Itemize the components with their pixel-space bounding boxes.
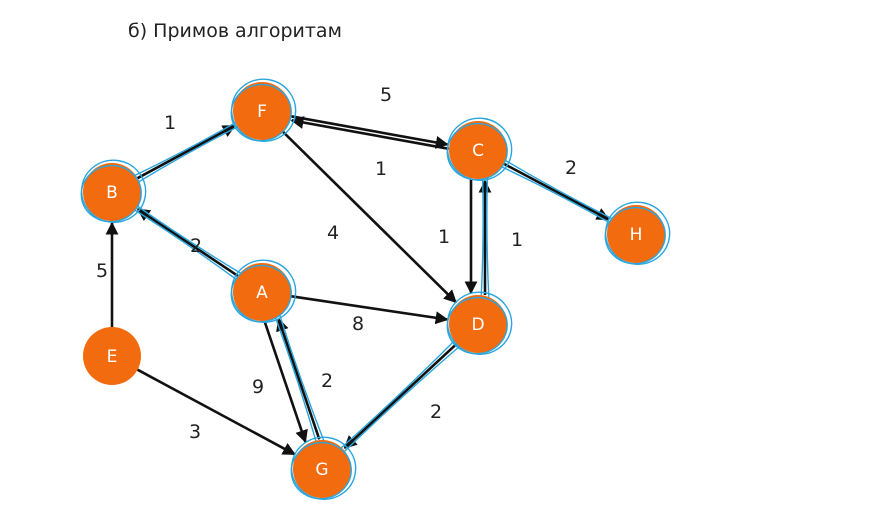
edge-weight-B-F: 1 xyxy=(164,112,176,134)
node-circle-C xyxy=(449,121,507,179)
mst-highlight-A-B-1 xyxy=(135,204,246,277)
node-highlight-B-0 xyxy=(80,164,142,223)
mst-highlight-D-C-1 xyxy=(486,176,490,302)
node-circle-G xyxy=(293,440,351,498)
node-highlight-H-1 xyxy=(604,201,671,265)
node-label-B: B xyxy=(106,183,118,203)
node-D: D xyxy=(449,295,507,353)
node-label-A: A xyxy=(256,283,268,303)
node-C: C xyxy=(449,121,507,179)
edge-F-C xyxy=(290,114,449,149)
node-G: G xyxy=(293,440,351,498)
edge-weight-A-B: 2 xyxy=(190,235,202,257)
node-circle-D xyxy=(449,295,507,353)
node-highlight-G-1 xyxy=(290,436,357,500)
mst-highlight-B-F-0 xyxy=(129,121,238,179)
mst-highlight-D-G-0 xyxy=(342,341,465,454)
diagram-title: б) Примов алгоритам xyxy=(128,20,342,42)
edge-E-G xyxy=(136,368,296,456)
edge-weight-C-F: 5 xyxy=(380,84,392,106)
node-highlight-B-1 xyxy=(80,159,147,223)
edge-weight-E-G: 3 xyxy=(189,421,201,443)
edge-weight-A-D: 8 xyxy=(352,313,364,335)
mst-highlight-D-G-1 xyxy=(339,336,460,450)
edge-C-F xyxy=(290,116,450,151)
edge-weight-E-B: 5 xyxy=(96,260,108,282)
edge-weight-D-G: 2 xyxy=(430,401,442,423)
node-highlight-D-1 xyxy=(446,291,513,355)
nodes-layer: F C B H A D E G xyxy=(80,78,671,500)
node-E: E xyxy=(83,327,141,385)
node-circle-H xyxy=(607,205,665,263)
node-highlight-D-0 xyxy=(446,296,508,355)
mst-highlight-G-A-0 xyxy=(274,315,319,447)
edge-weight-D-C: 1 xyxy=(438,226,450,248)
edge-D-G xyxy=(343,342,458,449)
edge-A-G xyxy=(263,321,308,444)
edge-F-D xyxy=(281,130,457,304)
node-label-H: H xyxy=(630,225,643,245)
node-highlight-A-0 xyxy=(230,264,292,323)
mst-highlight-C-H-0 xyxy=(499,156,614,220)
node-highlight-F-1 xyxy=(230,78,297,142)
node-label-C: C xyxy=(472,141,484,161)
edge-G-A xyxy=(276,317,321,440)
node-highlight-H-0 xyxy=(604,206,666,265)
edge-weight-C-H: 2 xyxy=(565,157,577,179)
node-highlight-A-1 xyxy=(230,259,297,323)
node-circle-A xyxy=(233,263,291,321)
edge-weight-F-C: 1 xyxy=(375,158,387,180)
node-label-G: G xyxy=(315,460,328,480)
node-highlight-C-1 xyxy=(446,117,513,181)
node-circle-E xyxy=(83,327,141,385)
node-label-D: D xyxy=(471,315,484,335)
node-label-F: F xyxy=(257,102,267,122)
mst-highlight-D-C-0 xyxy=(480,176,484,302)
highlights-layer xyxy=(129,121,614,454)
node-circle-F xyxy=(233,82,291,140)
edge-weight-G-A: 2 xyxy=(321,370,333,392)
node-highlight-G-0 xyxy=(290,441,352,500)
edge-C-H xyxy=(502,162,610,221)
node-B: B xyxy=(83,163,141,221)
node-label-E: E xyxy=(107,347,118,367)
edge-B-F xyxy=(136,124,236,180)
node-A: A xyxy=(233,263,291,321)
node-circle-B xyxy=(83,163,141,221)
edge-A-B xyxy=(136,208,239,277)
edge-weight-F-D: 4 xyxy=(327,222,339,244)
node-H: H xyxy=(607,205,665,263)
mst-highlight-C-H-1 xyxy=(495,163,612,225)
mst-highlight-G-A-1 xyxy=(278,313,326,445)
edge-A-D xyxy=(290,294,449,325)
node-highlight-F-0 xyxy=(230,83,292,142)
mst-highlight-A-B-0 xyxy=(132,208,242,284)
node-highlight-C-0 xyxy=(446,122,508,181)
mst-highlight-B-F-1 xyxy=(133,125,241,186)
edge-weight-C-D: 1 xyxy=(511,229,523,251)
edge-weight-A-G: 9 xyxy=(252,376,264,398)
node-F: F xyxy=(233,82,291,140)
edges-layer xyxy=(105,114,610,456)
weights-layer: 1 5 1 4 2 1 1 2 5 8 9 2 3 2 xyxy=(96,84,577,443)
